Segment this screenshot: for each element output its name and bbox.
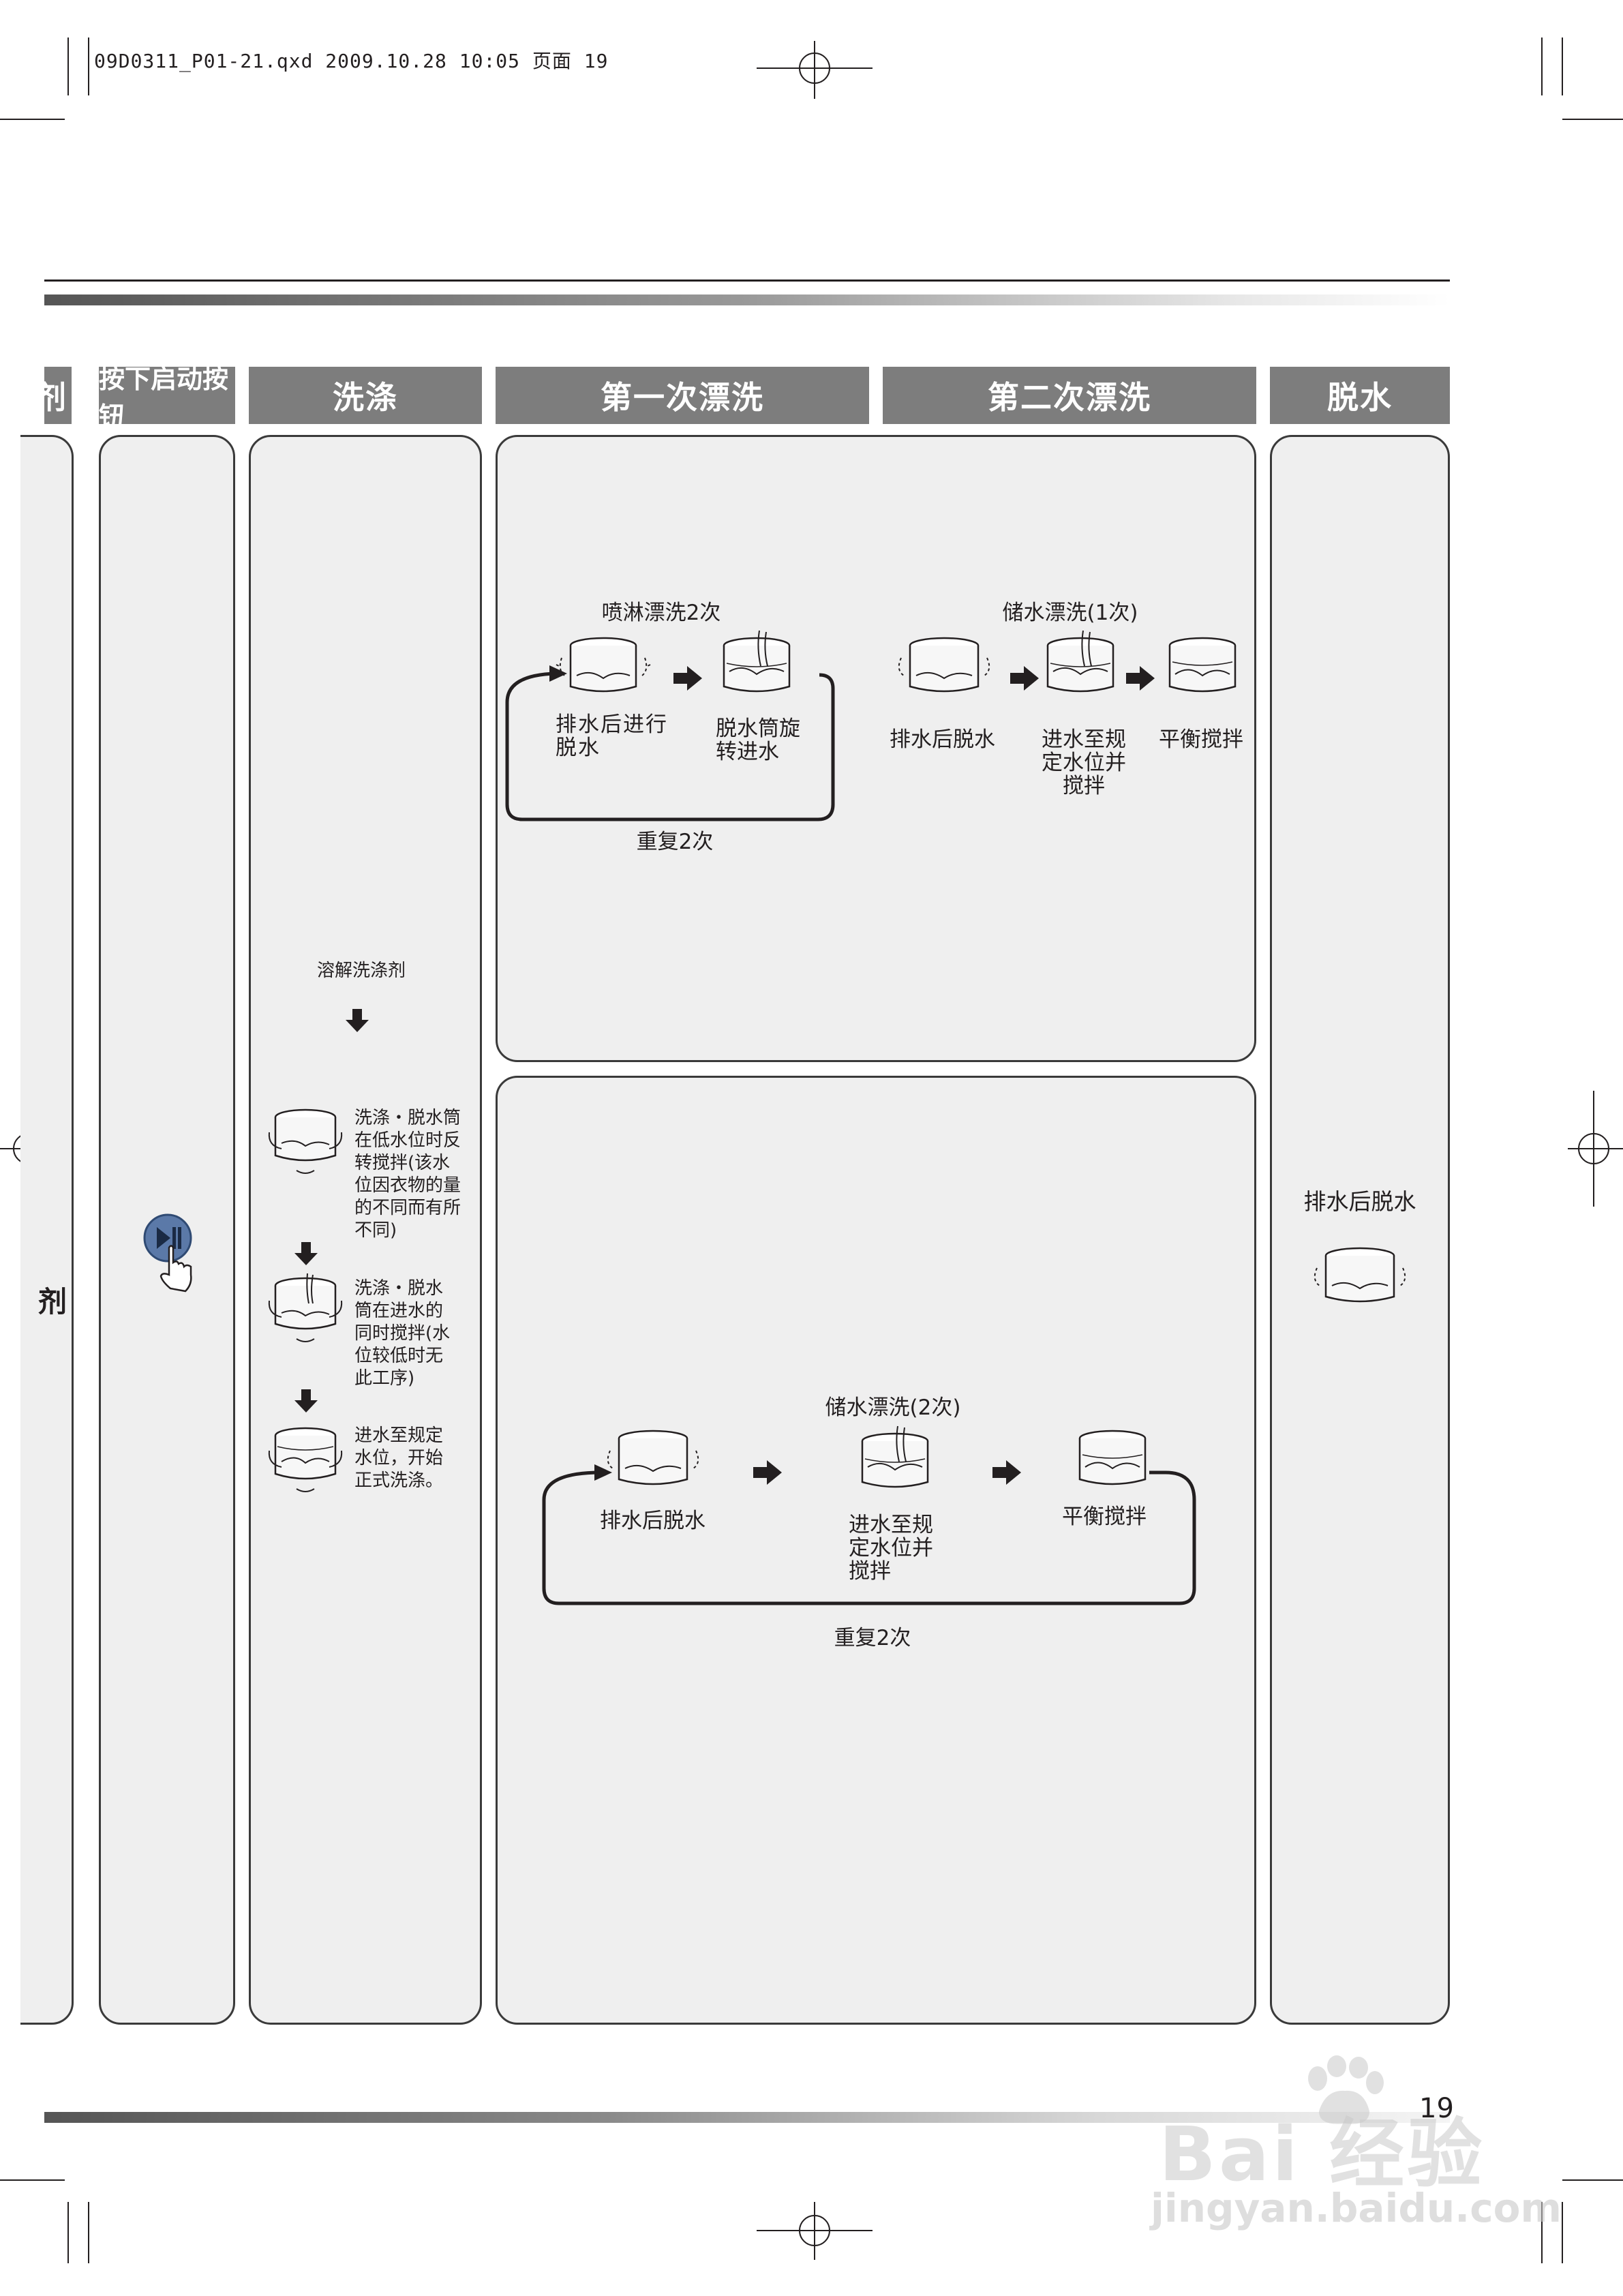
arrow-down-icon — [294, 1389, 318, 1413]
drum-icon — [898, 637, 990, 693]
first-rinse-step1-text: 排水后进行 脱水 — [556, 712, 668, 760]
panel-rinse-bottom — [496, 1076, 1256, 2025]
watermark-brand: Bai 经验 — [1159, 2111, 1485, 2198]
drum-icon — [268, 1108, 343, 1174]
start-pause-button-icon[interactable] — [142, 1213, 196, 1295]
bottom-gradient-bar — [44, 2112, 1450, 2123]
second-rinse-bottom-loop — [542, 1464, 1196, 1605]
panel-wash — [249, 435, 482, 2025]
arrow-right-icon — [1010, 666, 1039, 691]
header-partial-left: 剂 — [35, 367, 72, 424]
drum-icon — [607, 1430, 699, 1485]
header-start-button: 按下启动按钮 — [99, 364, 235, 432]
header-second-rinse: 第二次漂洗 — [883, 367, 1256, 424]
wash-step3-text: 进水至规定 水位，开始 正式洗涤。 — [354, 1425, 444, 1491]
panel-spin — [1270, 435, 1450, 2025]
second-rinse-bottom-repeat: 重复2次 — [834, 1626, 911, 1650]
top-gradient-bar — [44, 294, 1450, 305]
wash-step2-text: 洗涤・脱水 筒在进水的 同时搅拌(水 位较低时无 此工序) — [354, 1278, 451, 1389]
second-rinse-top-step3-text: 平衡搅拌 — [1159, 727, 1243, 752]
wash-step1-text: 洗涤・脱水筒 在低水位时反 转搅拌(该水 位因衣物的量 的不同而有所 不同) — [354, 1108, 461, 1241]
first-rinse-title: 喷淋漂洗2次 — [601, 601, 721, 625]
drum-icon — [1168, 637, 1237, 693]
second-rinse-top-step1-text: 排水后脱水 — [890, 727, 995, 752]
second-rinse-bottom-title: 储水漂洗(2次) — [825, 1395, 961, 1420]
drum-icon — [861, 1425, 929, 1488]
page-number: 19 — [1419, 2093, 1454, 2124]
arrow-right-icon — [673, 666, 702, 691]
drum-icon — [268, 1273, 343, 1342]
drum-icon — [1314, 1247, 1406, 1303]
arrow-down-icon — [294, 1242, 318, 1265]
drum-icon — [268, 1427, 343, 1492]
spin-label: 排水后脱水 — [1303, 1188, 1416, 1215]
second-rinse-bottom-step2-text: 进水至规 定水位并 搅拌 — [849, 1513, 933, 1584]
panel-partial-left — [20, 435, 74, 2025]
drum-icon — [723, 630, 791, 693]
header-spin: 脱水 — [1270, 367, 1450, 424]
wash-dissolve-label: 溶解洗涤剂 — [316, 961, 406, 981]
drum-icon — [556, 637, 651, 693]
top-rule — [44, 280, 1450, 282]
second-rinse-top-title: 储水漂洗(1次) — [1002, 601, 1138, 625]
paw-icon — [1308, 2055, 1384, 2124]
first-rinse-repeat: 重复2次 — [636, 830, 714, 854]
first-rinse-loop — [505, 665, 835, 821]
header-first-rinse: 第一次漂洗 — [496, 367, 869, 424]
first-rinse-step2-text: 脱水筒旋 转进水 — [716, 716, 800, 764]
drum-icon — [1078, 1430, 1147, 1485]
arrow-right-icon — [753, 1460, 782, 1485]
second-rinse-bottom-step3-text: 平衡搅拌 — [1062, 1505, 1147, 1529]
second-rinse-top-step2-text: 进水至规 定水位并 搅拌 — [1042, 727, 1126, 798]
partial-left-text: 剂 — [38, 1285, 67, 1318]
panel-rinse-top — [496, 435, 1256, 1062]
header-wash: 洗涤 — [249, 367, 482, 424]
watermark-url: jingyan.baidu.com — [1151, 2185, 1562, 2231]
arrow-right-icon — [992, 1460, 1021, 1485]
hand-press-icon — [160, 1245, 192, 1293]
drum-icon — [1046, 630, 1114, 693]
arrow-right-icon — [1126, 666, 1155, 691]
second-rinse-bottom-step1-text: 排水后脱水 — [600, 1509, 706, 1533]
arrow-down-icon — [346, 1009, 369, 1032]
print-header: 09D0311_P01-21.qxd 2009.10.28 10:05 页面 1… — [94, 50, 609, 72]
